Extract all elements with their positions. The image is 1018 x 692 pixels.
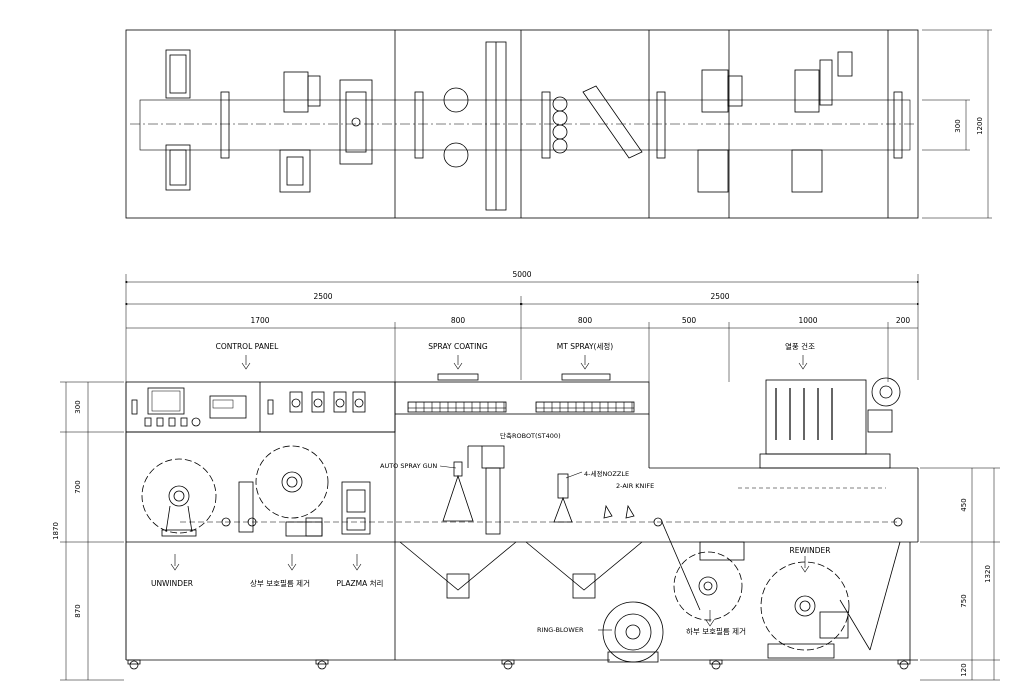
module-label-mt-spray: MT SPRAY(세정) [557, 341, 613, 351]
overall-width: 5000 [512, 270, 531, 279]
label-upper-film-removal: 상부 보호필름 제거 [250, 578, 310, 588]
plan-dim-outer: 1200 [976, 117, 984, 135]
module-width: 1000 [798, 316, 817, 325]
label-unwinder: UNWINDER [151, 579, 193, 588]
right-dim-base: 120 [960, 663, 968, 676]
right-dim-lower: 750 [960, 594, 968, 607]
module-label-hot-air-dryer: 열풍 건조 [785, 341, 815, 351]
module-width: 500 [682, 316, 697, 325]
side-elevation [60, 373, 1000, 681]
section-span-right: 2500 [710, 292, 729, 301]
plan-view [125, 29, 992, 219]
left-dim-middle: 700 [74, 480, 82, 493]
label-robot: 단축ROBOT(ST400) [500, 431, 561, 440]
module-label-control-panel: CONTROL PANEL [216, 342, 280, 351]
plan-dim-inner: 300 [954, 119, 962, 132]
dimension-lines [124, 274, 920, 660]
label-plasma: PLAZMA 처리 [337, 579, 384, 588]
module-arrows [241, 355, 808, 370]
label-rewinder: REWINDER [790, 546, 831, 555]
module-width: 800 [451, 316, 466, 325]
left-dim-top: 300 [74, 400, 82, 413]
label-air-knife: 2-AIR KNIFE [616, 482, 654, 490]
module-width: 800 [578, 316, 593, 325]
right-dim-upper: 450 [960, 498, 968, 511]
right-dim-total: 1320 [984, 565, 992, 583]
module-label-spray-coating: SPRAY COATING [428, 342, 488, 351]
label-spray-gun: AUTO SPRAY GUN [380, 462, 437, 470]
left-dim-total: 1870 [52, 522, 60, 540]
module-width: 1700 [250, 316, 269, 325]
label-ring-blower: RING-BLOWER [537, 626, 584, 634]
section-span-left: 2500 [313, 292, 332, 301]
module-width: 200 [896, 316, 911, 325]
label-lower-film-removal: 하부 보호필름 제거 [686, 626, 746, 636]
left-dim-bottom: 870 [74, 604, 82, 617]
label-nozzle: 4-세정NOZZLE [584, 469, 629, 478]
component-arrows [170, 465, 810, 631]
